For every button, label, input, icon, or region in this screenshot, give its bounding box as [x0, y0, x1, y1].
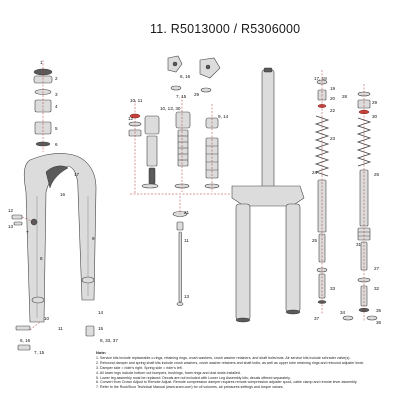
notes-block: Note: 1. Service kits include replaceabl…: [96, 350, 392, 390]
far-right-damper-column: [342, 84, 378, 322]
callout-center-7: 11: [184, 238, 189, 243]
note-line: 6. Convert from Crown Adjust to Remote A…: [96, 380, 358, 385]
notes-heading: Note:: [96, 350, 107, 355]
center-rod: [172, 196, 188, 306]
callout-right-10: 28: [342, 94, 348, 99]
callout-center-8: 13: [184, 294, 190, 299]
callout-center-3: 12: [128, 116, 134, 121]
callout-right-12: 30: [372, 114, 378, 119]
note-line: 1. Service kits include replaceable o-ri…: [96, 355, 351, 360]
callout-right-19: 37: [314, 316, 320, 321]
callout-left-6: 6: [55, 142, 58, 147]
callout-right-13: 31: [356, 242, 362, 247]
callout-left-10: 10: [44, 316, 50, 321]
callout-center-1: 10, 11: [130, 98, 143, 103]
left-small-parts: [11, 214, 95, 351]
callout-right-11: 29: [372, 100, 378, 105]
callout-left-13: 13: [8, 224, 14, 229]
callout-right-7: 25: [312, 238, 318, 243]
note-line: 5. Lower leg assembly must be replaced. …: [96, 375, 291, 380]
callout-center-4: 29: [194, 92, 200, 97]
callout-right-9: 27: [374, 266, 380, 271]
callout-center-6: 21: [184, 210, 190, 215]
callout-left-3: 3: [55, 92, 58, 97]
callout-center-2: 10, 13, 30: [160, 106, 181, 111]
callout-left-12: 12: [8, 208, 14, 213]
callout-bottom-left-3: 8, 33, 37: [100, 338, 118, 343]
right-spring-column: [314, 70, 330, 315]
callout-right-5: 23: [330, 136, 336, 141]
callout-right-4: 22: [330, 108, 336, 113]
callout-left-7: 7: [26, 230, 29, 235]
note-line: 2. Rebound damper and spring shaft kits …: [96, 360, 365, 365]
callout-left-2: 2: [55, 76, 58, 81]
callout-right-14: 32: [374, 286, 380, 291]
note-line: 4. All lower legs include bottom out bum…: [96, 370, 241, 375]
callout-left-9: 9: [92, 236, 95, 241]
callout-left-1: 1: [40, 60, 43, 65]
lower-leg-casting: [23, 153, 97, 323]
top-small-parts: [167, 55, 221, 93]
callout-left-16: 16: [60, 192, 66, 197]
callout-top-small-1: 6, 16: [180, 74, 191, 79]
crown-steerer-assembly: [231, 67, 305, 323]
callout-right-3: 20: [330, 96, 336, 101]
callout-left-5: 5: [55, 126, 58, 131]
callout-bottom-left-1: 6, 16: [20, 338, 31, 343]
callout-right-2: 19: [330, 86, 336, 91]
callout-top-small-2: 7, 15: [176, 94, 187, 99]
callout-right-1: 17, 18: [314, 76, 327, 81]
callout-right-16: 34: [340, 310, 346, 315]
callout-left-17: 17: [74, 172, 80, 177]
callout-right-8: 26: [374, 172, 380, 177]
callout-left-4: 4: [55, 104, 58, 109]
note-line: 7. Refer to the RockShox Technical Manua…: [96, 385, 284, 390]
callout-left-8: 8: [40, 256, 43, 261]
callout-right-18: 36: [376, 320, 382, 325]
note-line: 3. Damper side = rider's right. Spring s…: [96, 365, 183, 370]
callout-left-15: 15: [98, 326, 104, 331]
callout-right-17: 35: [376, 308, 382, 313]
callout-right-6: 24: [312, 170, 318, 175]
diagram-title: 11. R5013000 / R5306000: [150, 22, 301, 36]
callout-right-15: 33: [330, 286, 336, 291]
callout-left-11: 11: [58, 326, 63, 331]
callout-left-14: 14: [98, 310, 104, 315]
left-column-top-stack: [33, 60, 53, 152]
callout-center-5: 9, 14: [218, 114, 229, 119]
center-damper-group: [128, 96, 230, 195]
callout-labels: 1 2 3 4 5 6 7 8 9 10 11 12 13 14 15 16 1…: [8, 60, 382, 355]
callout-bottom-left-2: 7, 15: [34, 350, 45, 355]
